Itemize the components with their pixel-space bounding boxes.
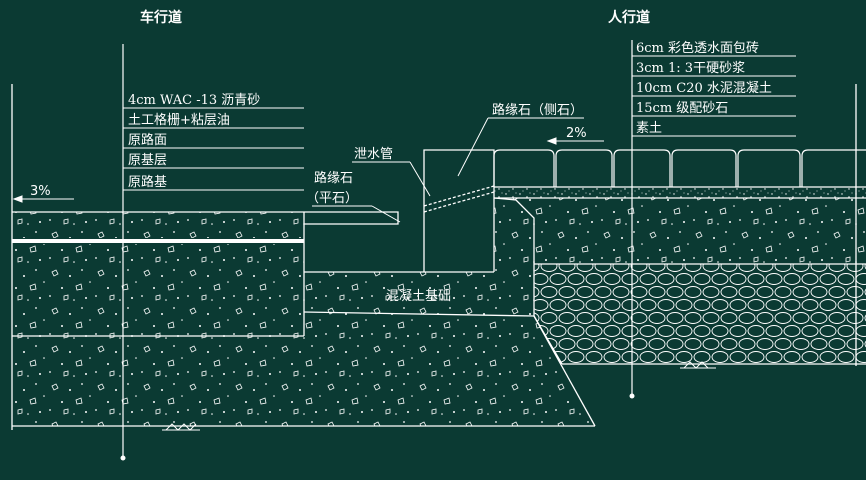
sidewalk-layer-table-lines (632, 55, 796, 137)
heading-carriageway: 车行道 (140, 9, 182, 26)
graded-gravel-layer (534, 264, 866, 364)
road-layer-1: 4cm WAC -13 沥青砂 (128, 93, 260, 108)
sidewalk-layer-4: 15cm 级配砂石 (636, 101, 728, 116)
label-curb-flat: 路缘石 (314, 170, 353, 186)
slope-sidewalk: 2% (566, 126, 587, 141)
sidewalk-centerline-dot (629, 393, 635, 399)
ground-symbol-left (162, 423, 200, 431)
road-surface-layer (12, 212, 304, 238)
paving-bricks (493, 149, 866, 187)
slope-road: 3% (30, 184, 51, 199)
center-lines (122, 40, 633, 458)
road-layer-4: 原基层 (128, 153, 167, 168)
concrete-foundation (304, 198, 534, 316)
label-concrete-base: 混凝土基础 (386, 288, 451, 304)
sidewalk-concrete-layer (494, 198, 866, 264)
label-drain-pipe: 泄水管 (354, 147, 393, 162)
callout-leaders (12, 117, 604, 223)
heading-sidewalk: 人行道 (608, 9, 650, 26)
sidewalk-layer-3: 10cm C20 水泥混凝土 (636, 80, 772, 96)
subgrade-layer (12, 312, 595, 426)
road-layer-table-lines (123, 107, 304, 191)
sidewalk-layer-2: 3cm 1: 3干硬砂浆 (636, 61, 745, 76)
road-centerline-dot (120, 455, 126, 461)
road-layer-2: 土工格栅+粘层油 (128, 112, 230, 128)
road-base-layer (12, 244, 304, 336)
label-curb-flat-sub: （平石） (306, 191, 358, 206)
sidewalk-layer-1: 6cm 彩色透水面包砖 (636, 40, 759, 56)
road-layer-3: 原路面 (128, 132, 167, 148)
label-curb-side: 路缘石（侧石） (492, 102, 583, 118)
ground-symbol-right (680, 361, 716, 369)
sidewalk-mortar-layer (494, 187, 866, 198)
sidewalk-layer-5: 素土 (636, 121, 662, 136)
road-layer-5: 原路基 (128, 174, 167, 190)
